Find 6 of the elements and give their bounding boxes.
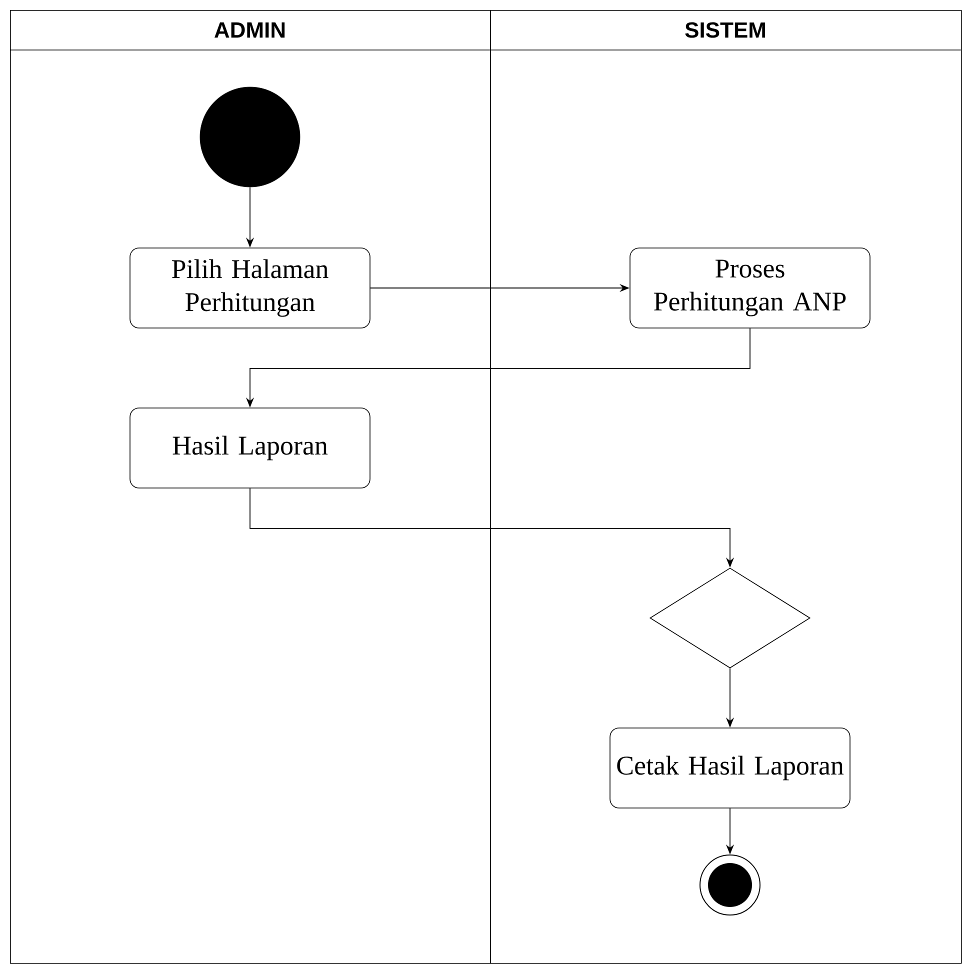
action-box: Proses Perhitungan ANP <box>630 248 870 328</box>
action-box: Hasil Laporan <box>130 408 370 488</box>
action-box: Pilih Halaman Perhitungan <box>130 248 370 328</box>
end-node <box>700 854 760 916</box>
action-box: Cetak Hasil Laporan <box>610 728 850 808</box>
start-node <box>200 86 300 188</box>
